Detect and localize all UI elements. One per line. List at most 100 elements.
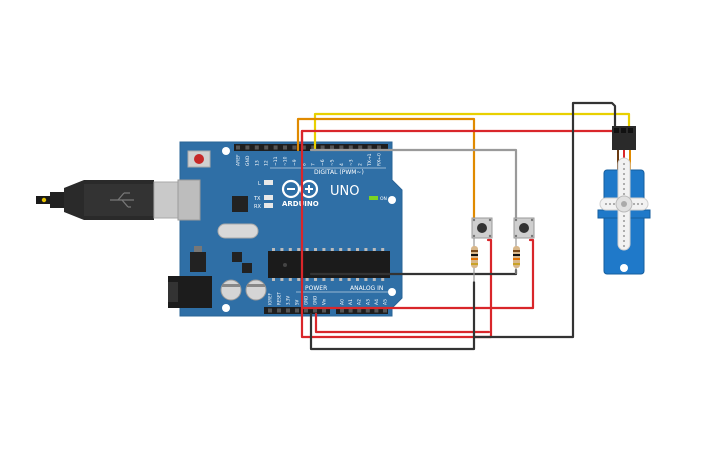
digital-pin[interactable] — [311, 145, 316, 150]
led-rx-label: RX — [254, 204, 261, 210]
digital-pin[interactable] — [339, 145, 344, 150]
digital-pin-label: ~9 — [292, 159, 298, 166]
power-pin[interactable] — [322, 308, 326, 313]
micro-servo[interactable] — [597, 126, 651, 275]
push-button-1[interactable] — [471, 217, 493, 239]
analog-header-label: ANALOG IN — [350, 285, 383, 292]
digital-pin[interactable] — [264, 145, 269, 150]
analog-pin[interactable] — [348, 308, 353, 313]
digital-pin[interactable] — [377, 145, 381, 150]
wires — [296, 101, 631, 351]
voltage-regulator — [190, 252, 206, 272]
board-usb-jack — [177, 179, 201, 221]
digital-pin[interactable] — [320, 145, 325, 150]
mounting-hole — [388, 288, 396, 296]
digital-pin[interactable] — [367, 145, 372, 150]
digital-pin-label: AREF — [236, 154, 242, 166]
analog-pin-label: A2 — [357, 299, 363, 305]
analog-pin[interactable] — [340, 308, 344, 313]
board-logo-text: ARDUINO — [282, 200, 319, 208]
analog-pin-label: A3 — [365, 299, 371, 305]
led-l-label: L — [258, 181, 261, 187]
digital-pin-label: ~6 — [320, 159, 326, 166]
digital-pin-label: ~3 — [348, 159, 354, 166]
digital-pin[interactable] — [254, 145, 259, 150]
digital-pin[interactable] — [358, 145, 363, 150]
capacitor — [220, 279, 242, 301]
analog-pin[interactable] — [365, 308, 370, 313]
digital-pin[interactable] — [292, 145, 297, 150]
usb-chip — [232, 196, 248, 212]
digital-pin-label: ~5 — [330, 159, 336, 166]
wire-red-5v[interactable] — [314, 312, 491, 334]
push-button-2[interactable] — [513, 217, 535, 239]
digital-header-label: DIGITAL (PWM~) — [314, 169, 364, 176]
wire-black-gnd-button1[interactable] — [309, 280, 476, 351]
digital-pin[interactable] — [245, 145, 250, 150]
analog-pin-header[interactable] — [336, 307, 388, 314]
mounting-hole — [222, 147, 230, 155]
on-led-label: ON — [380, 196, 387, 202]
power-pin[interactable] — [268, 308, 272, 313]
digital-pin[interactable] — [236, 145, 240, 150]
digital-pin-label: 7 — [311, 163, 317, 166]
analog-pin-label: A0 — [340, 299, 346, 305]
analog-pin[interactable] — [357, 308, 362, 313]
digital-pin-label: ~11 — [273, 156, 279, 166]
analog-pin-label: A1 — [348, 299, 354, 305]
digital-pin-label: ~10 — [283, 156, 289, 166]
digital-pin[interactable] — [273, 145, 278, 150]
digital-pin-label: GND — [245, 155, 251, 166]
analog-pin-label: A4 — [374, 299, 380, 305]
power-pin[interactable] — [277, 308, 281, 313]
power-pin-label: RESET — [277, 292, 282, 305]
capacitor — [245, 279, 267, 301]
led-l — [264, 180, 273, 185]
wire-red-button2[interactable] — [300, 238, 535, 310]
power-pin-label: GND — [304, 296, 309, 305]
digital-pin-label: 12 — [264, 160, 270, 166]
digital-pin[interactable] — [330, 145, 334, 150]
power-pin[interactable] — [295, 308, 299, 313]
power-pin-label: 5V — [295, 299, 300, 305]
digital-pin-header[interactable] — [234, 144, 388, 151]
power-pin[interactable] — [286, 308, 290, 313]
digital-pin-label: RX←0 — [377, 153, 383, 166]
wire-gray-button2[interactable] — [309, 148, 518, 220]
power-pin-label: 3.3V — [286, 296, 291, 305]
crystal-oscillator — [217, 223, 259, 239]
digital-pin[interactable] — [348, 145, 353, 150]
wire-black-servo-gnd[interactable] — [472, 101, 617, 339]
digital-pin[interactable] — [301, 145, 306, 150]
led-rx — [264, 203, 273, 208]
usb-strain-relief — [50, 192, 64, 208]
resistor-2[interactable] — [513, 238, 520, 274]
power-pin-label: GND — [313, 296, 318, 305]
on-led — [369, 196, 378, 200]
usb-symbol-icon — [110, 192, 134, 208]
push-button-cap — [519, 223, 529, 233]
usb-cable[interactable] — [36, 180, 181, 220]
resistor-1[interactable] — [471, 238, 478, 282]
digital-pin-label: 8 — [301, 163, 307, 166]
board-model-text: UNO — [330, 184, 359, 199]
led-tx — [264, 195, 273, 200]
power-pin[interactable] — [313, 308, 317, 313]
power-pin-label: Vin — [322, 298, 327, 305]
analog-pin-label: A5 — [383, 299, 389, 305]
digital-pin[interactable] — [283, 145, 287, 150]
digital-pins — [236, 145, 381, 150]
analog-pin[interactable] — [383, 308, 387, 313]
power-header-label: POWER — [305, 285, 327, 292]
arduino-uno-board[interactable]: L TX RX ON ARDUINO UNO DIGITAL (PWM~) AR… — [168, 141, 403, 317]
smd-chip — [232, 252, 242, 262]
power-pin[interactable] — [304, 308, 308, 313]
power-jack-front — [168, 282, 178, 302]
analog-pin[interactable] — [374, 308, 379, 313]
digital-pin-label: TX→1 — [367, 153, 373, 167]
reset-button-cap — [194, 154, 204, 164]
wire-orange-button1[interactable] — [296, 117, 476, 220]
